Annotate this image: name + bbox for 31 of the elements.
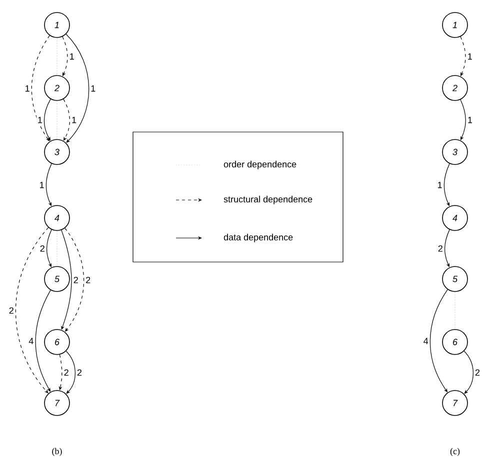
caption: (c)	[450, 448, 460, 456]
edge-label: 2	[74, 276, 78, 284]
edge-label: 4	[28, 338, 34, 344]
arrow	[66, 34, 90, 143]
edge-label: 1	[468, 53, 472, 60]
arrow	[31, 35, 50, 142]
edge-label: 1	[38, 116, 42, 124]
edge-label: 2	[77, 369, 82, 376]
edge-label: 1	[26, 85, 30, 92]
edge-label: 1	[468, 116, 472, 124]
arrow	[64, 228, 84, 332]
arrow	[430, 289, 448, 392]
edge-label: 1	[72, 116, 76, 124]
edge-label: 1	[70, 53, 74, 60]
edge-label: 2	[438, 245, 442, 252]
caption: (b)	[52, 448, 62, 456]
edge-label: 2	[86, 276, 90, 284]
edge-label: 2	[9, 307, 14, 314]
edge-label: 2	[475, 369, 480, 376]
arrow	[464, 350, 474, 394]
arrow	[15, 227, 49, 394]
legend-text: order dependence	[224, 160, 296, 170]
legend-text: structural dependence	[224, 196, 312, 204]
edge-label: 4	[424, 338, 428, 344]
edge-label: 2	[64, 369, 68, 376]
arrow	[66, 350, 76, 394]
edge-label: 1	[438, 182, 442, 188]
edge-label: 2	[40, 245, 44, 252]
legend-text: data dependence	[224, 234, 293, 242]
edge-label: 1	[91, 85, 96, 92]
edge-label: 1	[40, 182, 44, 188]
